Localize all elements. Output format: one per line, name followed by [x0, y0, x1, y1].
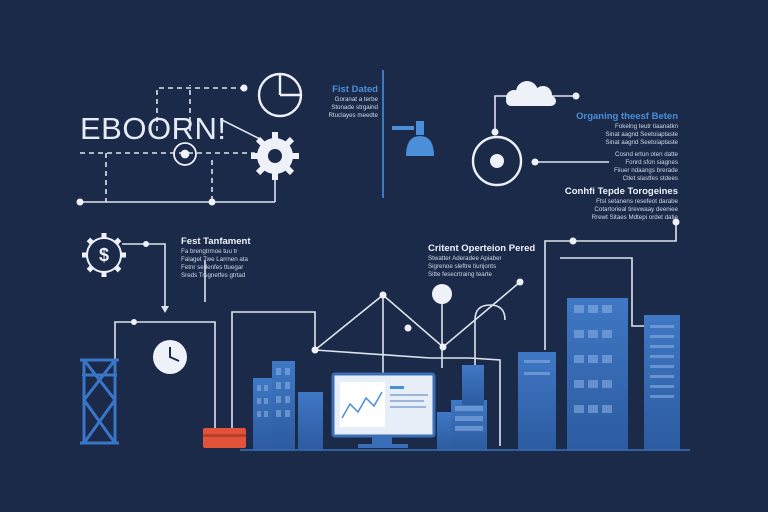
network-nodes-right: [491, 92, 580, 166]
block-line: Sinat aagnd Seetoiaptaste: [605, 131, 678, 138]
cloud-icon: [506, 81, 556, 106]
block-line: Sreds Trsgnetfes gtrtad: [181, 272, 246, 279]
block-line: Sitte fesecrtraing tearte: [428, 271, 492, 278]
main-title: EBOORN!: [80, 111, 227, 146]
block-line: Cosnd ertun oten datte: [615, 151, 678, 158]
block-line: Sigrenoe sleftre tiunjonts: [428, 263, 497, 270]
top-left-network: [80, 85, 276, 203]
building-windows: [257, 305, 674, 431]
transmission-tower: [80, 358, 119, 445]
left-mid-text-block: Fest Tanfament Fa brengtrmoe tuu tr Fala…: [181, 236, 291, 280]
dollar-coin-icon: $: [82, 233, 126, 277]
clock-icon: [153, 340, 187, 374]
block-line: Fonrd sfon siagnes: [625, 159, 678, 166]
coin-connector: [122, 241, 169, 313]
bottom-network: [114, 222, 677, 446]
block-line: Sinat aagnd Seetoiaptaste: [605, 139, 678, 146]
block-line: Fetnr sedenfes ttuegar: [181, 264, 244, 271]
block-line: Fiiuer ndaangs brerade: [614, 167, 678, 174]
lamp-icon: [392, 121, 434, 156]
block-line: Cotartorieal tirevwaay deeniee: [594, 206, 678, 213]
toolbox: [203, 428, 246, 448]
block-heading: Conhfi Tepde Torogeines: [564, 186, 678, 197]
network-nodes: [76, 84, 248, 206]
block-line: Fokelng teutr tiaanatkn: [615, 123, 678, 130]
target-icon: [471, 135, 523, 187]
bottom-nodes: [131, 218, 680, 354]
monitor-chart-icon: [331, 372, 436, 448]
block-line: Falaget Twe Larrnen ata: [181, 256, 248, 263]
block-heading: Organing theesf Beten: [576, 111, 678, 122]
mid-right-text-block: Conhfi Tepde Torogeines Ftsl setanens re…: [548, 186, 678, 222]
block-line: Rrewt Sitaes Mdtepi ordet datie: [591, 214, 678, 221]
target-node-icon: [173, 142, 197, 166]
block-line: Rtuclayes meedte: [328, 112, 378, 119]
block-heading: Critent Operteion Pered: [428, 243, 536, 254]
gear-icon: [251, 132, 299, 180]
mid-center-text-block: Critent Operteion Pered Stwatter Aderade…: [428, 243, 548, 279]
top-center-text-block: Fist Dated Goranat a terbe Stonade strga…: [312, 84, 378, 120]
block-line: Ftsl setanens resefeot darabe: [596, 198, 678, 205]
block-line: Ctlet slastfes stdees: [622, 175, 678, 182]
block-heading: Fist Dated: [332, 84, 378, 95]
block-line: Fa brengtrmoe tuu tr: [181, 248, 238, 255]
block-line: Stonade strgaind: [331, 104, 378, 111]
top-right-text-block: Organing theesf Beten Fokelng teutr tiaa…: [560, 111, 678, 183]
block-line: Stwatter Aderadee Apiaber: [428, 255, 502, 262]
pie-chart-icon: [257, 72, 303, 118]
block-line: Goranat a terbe: [334, 96, 378, 103]
svg-text:$: $: [99, 245, 109, 265]
block-heading: Fest Tanfament: [181, 236, 251, 247]
